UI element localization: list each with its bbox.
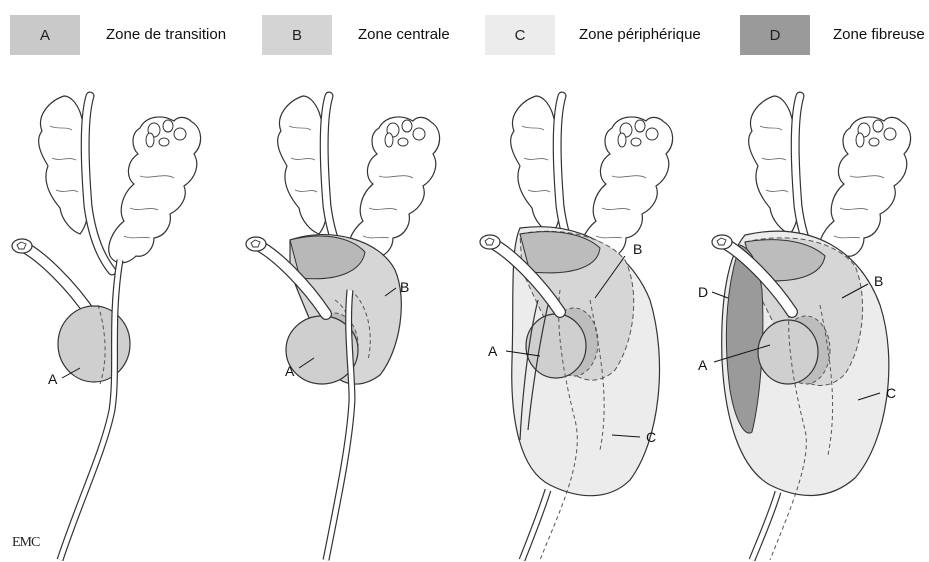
- label-d: D: [698, 284, 708, 300]
- label-a: A: [48, 371, 58, 387]
- transition-zone: [526, 314, 586, 378]
- panel-3: B A C: [480, 96, 673, 560]
- label-c: C: [646, 429, 656, 445]
- label-a: A: [698, 357, 708, 373]
- label-b: B: [874, 273, 883, 289]
- transition-zone: [58, 306, 130, 382]
- transition-zone: [758, 320, 818, 384]
- label-b: B: [400, 279, 409, 295]
- emc-logo: EMC: [12, 535, 39, 551]
- label-a: A: [285, 363, 295, 379]
- panel-4: D B A C: [698, 96, 911, 560]
- label-a: A: [488, 343, 498, 359]
- panel-1: A: [12, 96, 201, 560]
- panel-2: B A: [246, 96, 440, 560]
- label-c: C: [886, 385, 896, 401]
- label-b: B: [633, 241, 642, 257]
